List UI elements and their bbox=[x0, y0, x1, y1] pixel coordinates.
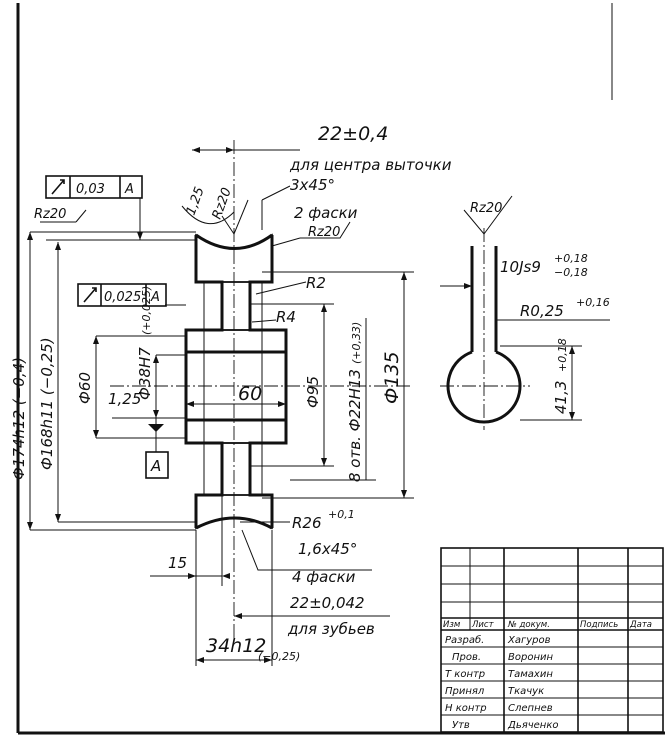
dim-length-teeth: 22±0,042 bbox=[290, 594, 365, 612]
tol-frame-datum: A bbox=[124, 182, 134, 197]
tb-role: Принял bbox=[445, 686, 485, 697]
gear-section bbox=[110, 140, 410, 640]
keyway-width: 10Js9 bbox=[500, 258, 541, 276]
radius-r26: R26 bbox=[292, 514, 322, 532]
sheet-frame bbox=[16, 3, 665, 735]
rough-rim: Rz20 bbox=[210, 186, 235, 222]
datum-box bbox=[145, 451, 169, 479]
title-block bbox=[440, 547, 664, 733]
tb-header-izm: Изм bbox=[443, 620, 461, 630]
tolerance-frame-2 bbox=[77, 283, 167, 307]
tb-name: Дьяченко bbox=[507, 720, 558, 731]
web-top bbox=[221, 281, 251, 331]
tb-name: Хагуров bbox=[507, 635, 551, 646]
dim-width-34: 34h12 bbox=[206, 635, 266, 657]
tb-role: Разраб. bbox=[445, 634, 484, 646]
dim-teeth-note: для зубьев bbox=[287, 620, 375, 638]
chamfer-bottom-count: 4 фаски bbox=[292, 568, 356, 586]
dim-22-tol: (+0,33) bbox=[350, 322, 363, 364]
tol-frame2-value: 0,025 bbox=[104, 290, 141, 305]
dim-38-tol: (+0,025) bbox=[140, 286, 153, 335]
keyway-depth-tol: +0,18 bbox=[556, 338, 569, 372]
dim-length-main: 22±0,4 bbox=[318, 123, 388, 145]
tb-role: Н контр bbox=[445, 703, 487, 714]
tb-role: Пров. bbox=[452, 652, 481, 663]
tb-header-doc: № докум. bbox=[507, 620, 550, 630]
title-block-rows: Разраб. Хагуров Пров. Воронин Т контр Та… bbox=[445, 634, 558, 731]
rim-bottom-profile bbox=[195, 516, 273, 530]
tol-frame-value: 0,03 bbox=[76, 182, 105, 197]
radius-r4: R4 bbox=[276, 308, 296, 326]
radius-r26-tol: +0,1 bbox=[328, 508, 355, 521]
tol-frame2-datum: A bbox=[150, 290, 160, 305]
tb-name: Ткачук bbox=[508, 686, 544, 697]
keyway-radius-tol: +0,16 bbox=[576, 296, 610, 309]
hub-top bbox=[185, 329, 287, 353]
hub-bottom bbox=[185, 419, 287, 444]
keyway-depth: 41,3 bbox=[552, 381, 570, 414]
dim-chamfer-top: 3x45° bbox=[290, 176, 335, 194]
dim-22-holes: 8 отв. Ф22H13 bbox=[346, 369, 364, 482]
dim-174: Ф174h12 (−0,4) bbox=[10, 357, 28, 480]
rough-keyway: Rz20 bbox=[470, 201, 502, 216]
tb-name: Воронин bbox=[508, 652, 553, 663]
gear-outline-left bbox=[184, 235, 224, 528]
keyway-width-tol-lower: −0,18 bbox=[554, 266, 588, 279]
keyway-width-tol-upper: +0,18 bbox=[554, 252, 588, 265]
title-block-headers: Изм Лист № докум. Подпись Дата bbox=[443, 620, 652, 630]
tb-header-list: Лист bbox=[471, 620, 495, 630]
tb-name: Тамахин bbox=[508, 669, 553, 680]
tb-role: Утв bbox=[452, 720, 470, 731]
dim-chamfer-top-count: 2 фаски bbox=[294, 204, 358, 222]
dimension-lines bbox=[27, 147, 414, 666]
chamfer-hub: 1,25 bbox=[108, 390, 141, 408]
rough-chamfer: Rz20 bbox=[308, 225, 340, 240]
dim-offset-15: 15 bbox=[168, 554, 187, 572]
keyway-detail bbox=[440, 195, 610, 430]
tb-role: Т контр bbox=[445, 669, 485, 680]
datum-label: A bbox=[150, 457, 161, 475]
dim-undercut-note: для центра выточки bbox=[289, 156, 452, 174]
web-bottom bbox=[221, 442, 251, 496]
chamfer-small: 1,25 bbox=[184, 185, 208, 217]
dim-width-34-tol: (−0,25) bbox=[258, 650, 300, 663]
dim-95: Ф95 bbox=[304, 376, 322, 408]
tb-name: Слепнев bbox=[508, 703, 553, 714]
dim-135: Ф135 bbox=[381, 351, 403, 404]
tb-header-date: Дата bbox=[629, 620, 652, 630]
tb-header-sign: Подпись bbox=[580, 620, 618, 630]
dim-38: Ф38H7 bbox=[136, 347, 154, 400]
keyway-radius: R0,25 bbox=[520, 302, 564, 320]
dim-width-60: 60 bbox=[238, 383, 262, 405]
rim-top-profile bbox=[195, 233, 273, 250]
radius-r2: R2 bbox=[306, 274, 326, 292]
gear-outline-right bbox=[248, 235, 288, 528]
dim-60: Ф60 bbox=[76, 372, 94, 404]
chamfer-bottom: 1,6x45° bbox=[298, 540, 357, 558]
tolerance-frame-1 bbox=[45, 175, 143, 199]
web-holes bbox=[203, 282, 263, 495]
dim-168: Ф168h11 (−0,25) bbox=[38, 337, 56, 470]
rough-top-left: Rz20 bbox=[34, 207, 66, 222]
